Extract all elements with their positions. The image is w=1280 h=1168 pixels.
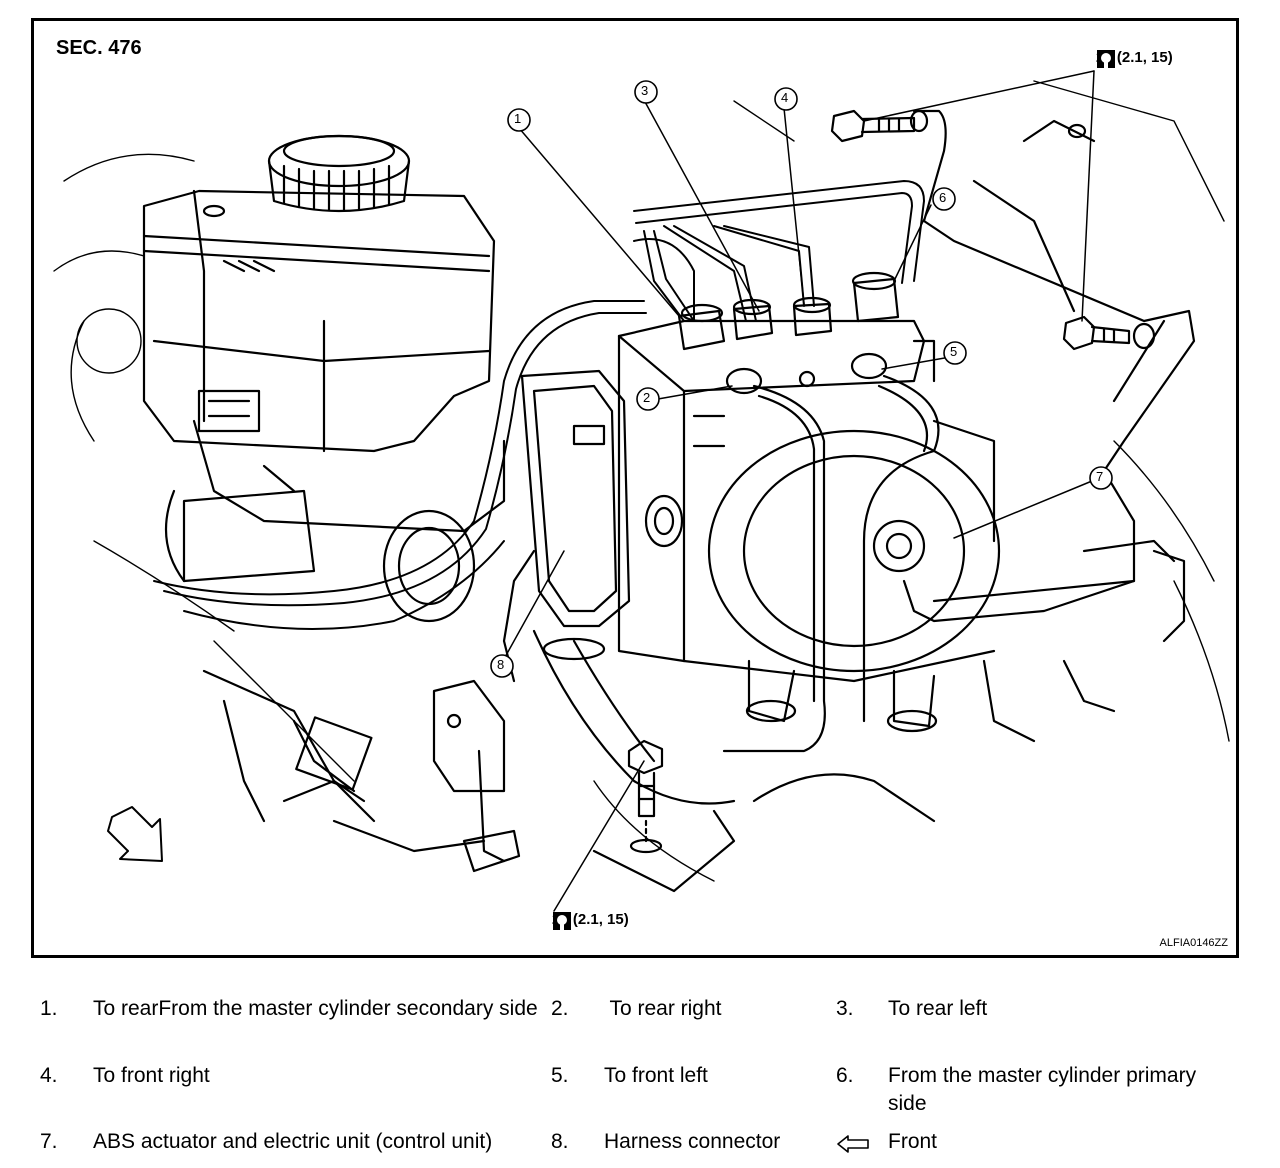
callout-3: 3: [641, 83, 649, 98]
master-cylinder: [164, 389, 506, 623]
legend-text-5: To front left: [604, 1064, 708, 1087]
legend-text-4: To front right: [93, 1064, 210, 1087]
legend-text-front: Front: [888, 1130, 938, 1153]
legend-text-8: Harness connector: [604, 1130, 781, 1153]
legend-number-4: 4.: [40, 1064, 58, 1087]
torque-value-top: 21 (2.1, 15): [1096, 49, 1173, 66]
callout-1: 1: [514, 111, 522, 126]
legend-text-1: To rearFrom the master cylinder secondar…: [93, 997, 538, 1020]
bolt-top: [830, 109, 916, 143]
legend-number-6: 6.: [836, 1064, 854, 1087]
torque-spec-top: 21 (2.1, 15): [1096, 49, 1173, 68]
lower-components: [202, 549, 1186, 893]
section-label: SEC. 476: [56, 37, 142, 59]
background-contours: [53, 80, 1230, 882]
callout-5: 5: [950, 344, 958, 359]
legend-number-5: 5.: [551, 1064, 569, 1087]
diagram-figure: 1 3 4 6 2 5 7 8 SEC. 476 21 (2.1, 15) 21…: [31, 18, 1239, 958]
front-arrow-icon: [837, 1135, 869, 1153]
mounting-bracket: [902, 109, 1196, 623]
legend-text-2: To rear right: [604, 997, 722, 1020]
torque-spec-bottom: 21 (2.1, 15): [552, 911, 629, 930]
abs-actuator: [617, 271, 1001, 753]
bolt-bottom: [627, 739, 664, 854]
abs-actuator-illustration: [53, 70, 1230, 912]
legend-text-3: To rear left: [888, 997, 988, 1020]
callout-8: 8: [497, 657, 505, 672]
callout-6: 6: [939, 190, 947, 205]
bolt-right: [1062, 315, 1131, 351]
callout-2: 2: [643, 390, 651, 405]
legend-text-7: ABS actuator and electric unit (control …: [93, 1130, 493, 1153]
torque-value-bottom: 21 (2.1, 15): [552, 911, 629, 928]
torque-wrench-icon: [553, 912, 571, 930]
torque-wrench-icon: [1097, 50, 1115, 68]
callout-4: 4: [781, 90, 789, 105]
legend-number-3: 3.: [836, 997, 854, 1020]
callout-circles: [490, 80, 1113, 678]
reservoir: [142, 134, 496, 453]
legend-text-6: From the master cylinder primary side: [888, 1064, 1197, 1115]
legend-number-1: 1.: [40, 997, 58, 1020]
front-direction-arrow-icon: [107, 806, 163, 862]
brake-tubes: [153, 180, 925, 630]
legend-number-2: 2.: [551, 997, 569, 1020]
callout-7: 7: [1096, 469, 1104, 484]
tube-fittings: [677, 271, 900, 395]
figure-id: ALFIA0146ZZ: [1159, 937, 1228, 949]
legend-number-7: 7.: [40, 1130, 58, 1153]
leader-lines: [503, 70, 1095, 912]
legend-number-8: 8.: [551, 1130, 569, 1153]
